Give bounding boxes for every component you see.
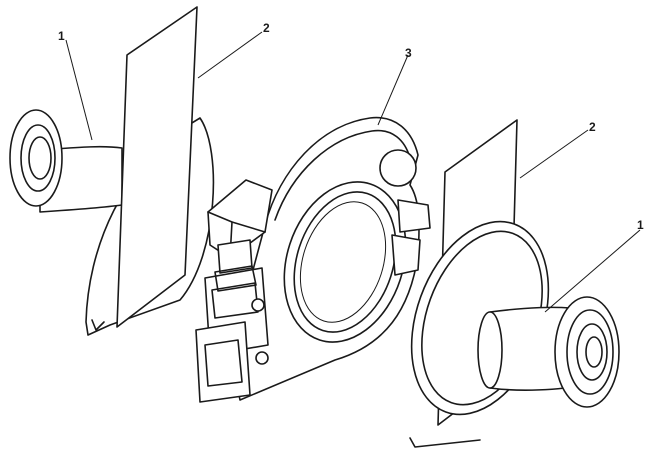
leader-lines (65, 31, 641, 313)
clamp (195, 116, 431, 403)
leader-line-clamp (377, 54, 409, 126)
callout-right-flange: 1 (637, 218, 644, 232)
callout-right-gasket: 2 (589, 120, 596, 134)
callout-left-flange: 1 (58, 29, 65, 43)
callout-clamp: 3 (405, 46, 412, 60)
leader-line-right-flange (544, 229, 641, 313)
leader-line-left-flange (65, 39, 93, 141)
callout-left-gasket: 2 (263, 21, 270, 35)
left-gasket (116, 6, 198, 328)
leader-line-right-gasket (519, 129, 589, 179)
right-flange (409, 220, 620, 448)
leader-line-left-gasket (197, 31, 263, 79)
